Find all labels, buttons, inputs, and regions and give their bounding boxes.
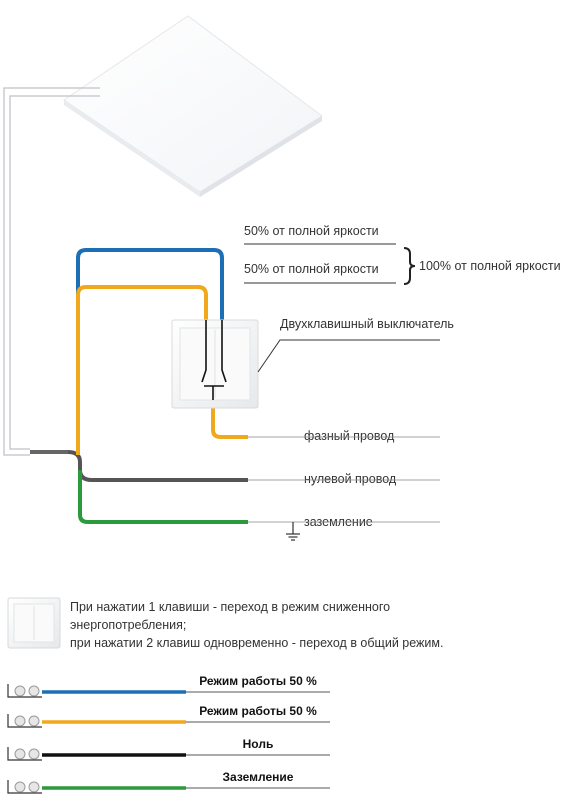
curly-brace-icon [403,247,416,285]
legend-label: Режим работы 50 % [199,674,317,688]
leader-line [257,339,440,373]
double-switch-icon [171,319,259,409]
legend-row: Ноль [7,737,330,761]
switch-label: Двухклавишный выключатель [280,317,454,331]
note-line-3: при нажатии 2 клавиш одновременно - пере… [70,636,444,650]
phase-wire [211,400,248,439]
legend-label: Ноль [243,737,274,751]
blue-wire [76,248,224,452]
brightness-label-2: 50% от полной яркости [244,262,379,276]
terminal-icon [7,747,42,761]
switch-small-icon [7,597,61,649]
neutral-wire-label: нулевой провод [304,472,397,486]
ground-wire [78,470,248,524]
brightness-total-label: 100% от полной яркости [419,259,561,273]
panel-power-cable [3,87,100,456]
legend: Режим работы 50 % Режим работы 50 % НольЗа… [7,674,330,794]
legend-row: Заземление [7,770,330,794]
neutral-wire [67,450,248,482]
terminal-icon [7,780,42,794]
legend-label: Режим работы 50 % [199,704,317,718]
ground-symbol-icon [286,522,300,541]
terminal-icon [7,684,42,698]
legend-label: Заземление [223,770,294,784]
legend-row: Режим работы 50 % [7,704,330,728]
led-panel-icon [63,15,323,197]
note-line-1: При нажатии 1 клавиши - переход в режим … [70,600,391,614]
brightness-label-1: 50% от полной яркости [244,224,379,238]
terminal-icon [7,714,42,728]
note-line-2: энергопотребления; [70,618,187,632]
legend-row: Режим работы 50 % [7,674,330,698]
switch-note: При нажатии 1 клавиши - переход в режим … [70,598,530,652]
phase-output-wire [76,285,208,455]
phase-wire-label: фазный провод [304,429,395,443]
